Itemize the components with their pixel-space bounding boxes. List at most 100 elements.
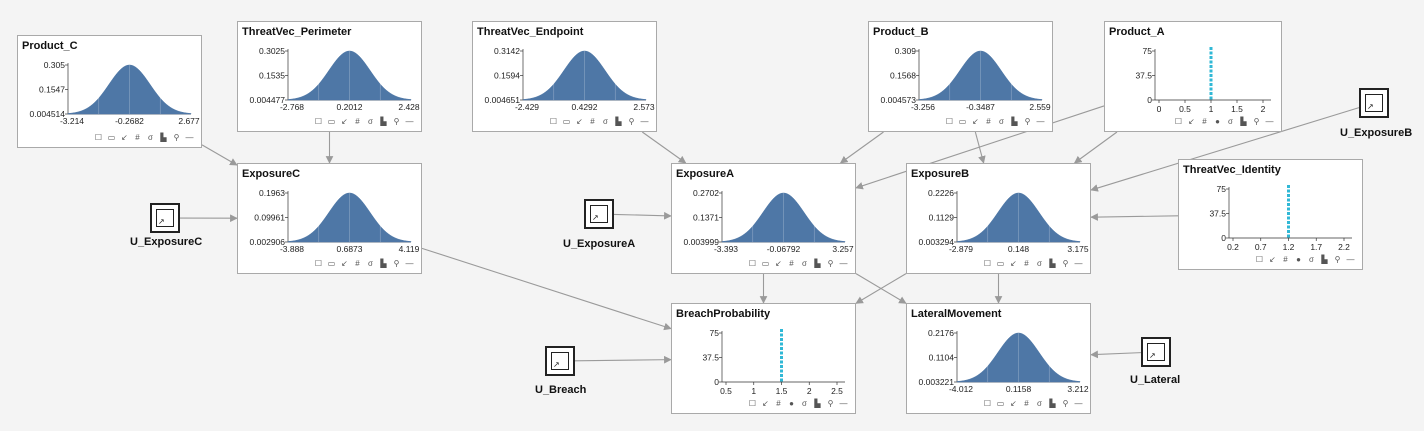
- sigma-icon[interactable]: σ: [1228, 117, 1233, 126]
- table-view-icon[interactable]: ☐: [983, 259, 992, 268]
- bar-chart-icon[interactable]: ▙: [160, 133, 167, 142]
- monitor-icon[interactable]: ▭: [996, 259, 1005, 268]
- sigma-icon[interactable]: σ: [802, 399, 807, 408]
- arrow-icon[interactable]: ↙: [1188, 117, 1195, 126]
- sigma-icon[interactable]: σ: [999, 117, 1004, 126]
- arrow-icon[interactable]: ↙: [1010, 399, 1017, 408]
- table-view-icon[interactable]: ☐: [1174, 117, 1183, 126]
- table-view-icon[interactable]: ☐: [94, 133, 103, 142]
- sigma-icon[interactable]: σ: [148, 133, 153, 142]
- zoom-icon[interactable]: ⚲: [628, 117, 635, 126]
- table-view-icon[interactable]: ☐: [1255, 255, 1264, 264]
- grid-icon[interactable]: #: [355, 117, 360, 126]
- grid-icon[interactable]: #: [1202, 117, 1207, 126]
- bar-chart-icon[interactable]: ▙: [1049, 259, 1056, 268]
- arrow-icon[interactable]: ↙: [972, 117, 979, 126]
- u-exposurec-node[interactable]: ↗: [150, 203, 180, 233]
- collapse-icon[interactable]: —: [1346, 255, 1355, 264]
- collapse-icon[interactable]: —: [405, 117, 414, 126]
- table-view-icon[interactable]: ☐: [945, 117, 954, 126]
- sigma-icon[interactable]: σ: [1037, 399, 1042, 408]
- collapse-icon[interactable]: —: [1036, 117, 1045, 126]
- zoom-icon[interactable]: ⚲: [173, 133, 180, 142]
- dot-icon[interactable]: ●: [1215, 117, 1220, 126]
- bar-chart-icon[interactable]: ▙: [1011, 117, 1018, 126]
- u-exposureb-node[interactable]: ↗: [1359, 88, 1389, 118]
- zoom-icon[interactable]: ⚲: [1334, 255, 1341, 264]
- grid-icon[interactable]: #: [1024, 399, 1029, 408]
- sigma-icon[interactable]: σ: [368, 117, 373, 126]
- monitor-icon[interactable]: ▭: [562, 117, 571, 126]
- zoom-icon[interactable]: ⚲: [393, 259, 400, 268]
- collapse-icon[interactable]: —: [185, 133, 194, 142]
- bar-chart-icon[interactable]: ▙: [1049, 399, 1056, 408]
- sigma-icon[interactable]: σ: [802, 259, 807, 268]
- bar-chart-icon[interactable]: ▙: [380, 259, 387, 268]
- grid-icon[interactable]: #: [355, 259, 360, 268]
- grid-icon[interactable]: #: [986, 117, 991, 126]
- monitor-icon[interactable]: ▭: [996, 399, 1005, 408]
- arrow-icon[interactable]: ↙: [1269, 255, 1276, 264]
- arrow-icon[interactable]: ↙: [341, 117, 348, 126]
- monitor-icon[interactable]: ▭: [107, 133, 116, 142]
- table-view-icon[interactable]: ☐: [314, 117, 323, 126]
- u-exposurea-node[interactable]: ↗: [584, 199, 614, 229]
- table-view-icon[interactable]: ☐: [748, 399, 757, 408]
- grid-icon[interactable]: #: [789, 259, 794, 268]
- collapse-icon[interactable]: —: [1074, 259, 1083, 268]
- grid-icon[interactable]: #: [135, 133, 140, 142]
- table-view-icon[interactable]: ☐: [983, 399, 992, 408]
- zoom-icon[interactable]: ⚲: [393, 117, 400, 126]
- u-breach-node[interactable]: ↗: [545, 346, 575, 376]
- sigma-icon[interactable]: σ: [603, 117, 608, 126]
- arrow-icon[interactable]: ↙: [341, 259, 348, 268]
- grid-icon[interactable]: #: [1024, 259, 1029, 268]
- zoom-icon[interactable]: ⚲: [1062, 259, 1069, 268]
- monitor-icon[interactable]: ▭: [327, 117, 336, 126]
- table-view-icon[interactable]: ☐: [748, 259, 757, 268]
- table-view-icon[interactable]: ☐: [314, 259, 323, 268]
- arrow-icon[interactable]: ↙: [576, 117, 583, 126]
- zoom-icon[interactable]: ⚲: [1024, 117, 1031, 126]
- dot-icon[interactable]: ●: [789, 399, 794, 408]
- sigma-icon[interactable]: σ: [368, 259, 373, 268]
- monitor-icon[interactable]: ▭: [958, 117, 967, 126]
- sigma-icon[interactable]: σ: [1037, 259, 1042, 268]
- zoom-icon[interactable]: ⚲: [1253, 117, 1260, 126]
- grid-icon[interactable]: #: [776, 399, 781, 408]
- arrow-icon[interactable]: ↙: [121, 133, 128, 142]
- sigma-icon[interactable]: σ: [1309, 255, 1314, 264]
- collapse-icon[interactable]: —: [839, 399, 848, 408]
- collapse-icon[interactable]: —: [640, 117, 649, 126]
- grid-icon[interactable]: #: [1283, 255, 1288, 264]
- dot-icon[interactable]: ●: [1296, 255, 1301, 264]
- collapse-icon[interactable]: —: [405, 259, 414, 268]
- collapse-icon[interactable]: —: [1074, 399, 1083, 408]
- table-view-icon[interactable]: ☐: [549, 117, 558, 126]
- bar-chart-icon[interactable]: ▙: [380, 117, 387, 126]
- bar-chart-icon[interactable]: ▙: [814, 399, 821, 408]
- zoom-icon[interactable]: ⚲: [827, 259, 834, 268]
- zoom-icon[interactable]: ⚲: [1062, 399, 1069, 408]
- monitor-icon[interactable]: ▭: [327, 259, 336, 268]
- bar-chart-icon[interactable]: ▙: [1321, 255, 1328, 264]
- monitor-icon[interactable]: ▭: [761, 259, 770, 268]
- zoom-icon[interactable]: ⚲: [827, 399, 834, 408]
- grid-icon[interactable]: #: [590, 117, 595, 126]
- u-lateral-node[interactable]: ↗: [1141, 337, 1171, 367]
- arrow-icon[interactable]: ↙: [775, 259, 782, 268]
- collapse-icon[interactable]: —: [1265, 117, 1274, 126]
- bar-chart-icon[interactable]: ▙: [1240, 117, 1247, 126]
- bar-chart-icon[interactable]: ▙: [615, 117, 622, 126]
